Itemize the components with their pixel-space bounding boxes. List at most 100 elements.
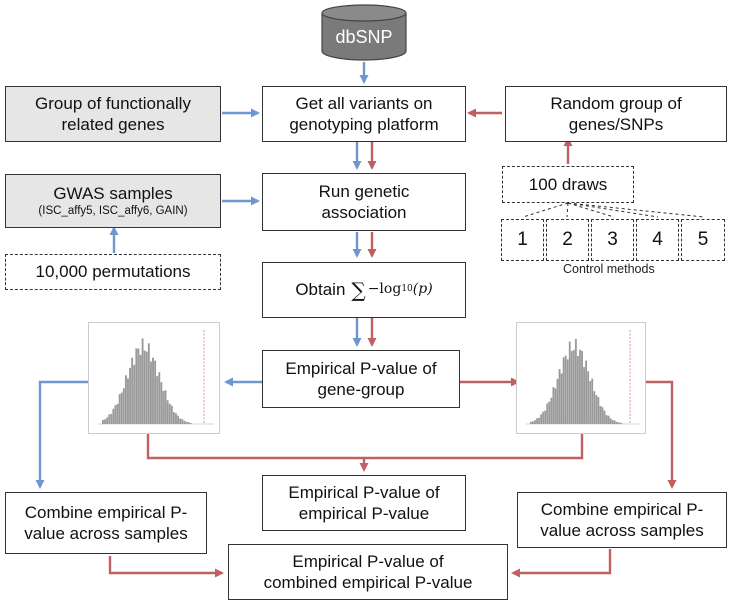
empirical-gene-group-box: Empirical P-value of gene-group xyxy=(262,350,460,408)
histogram-bar xyxy=(152,357,154,424)
histogram-bar xyxy=(131,357,134,424)
histogram-bar xyxy=(564,355,567,424)
histogram-bar xyxy=(118,394,121,424)
histogram-bar xyxy=(133,364,136,424)
histogram-bar xyxy=(548,401,551,424)
histogram-bar xyxy=(609,418,612,424)
log-base-label: 10 xyxy=(401,284,413,295)
random-group-box: Random group of genes/SNPs xyxy=(505,86,727,142)
combine-right-box: Combine empirical P- value across sample… xyxy=(517,492,727,548)
control-methods-label: Control methods xyxy=(563,262,655,276)
histogram-bar xyxy=(577,356,579,424)
histogram-bar xyxy=(164,390,167,424)
histogram-bar xyxy=(607,415,610,424)
p-arg-label: (p) xyxy=(412,281,433,298)
histogram-bar xyxy=(145,351,148,424)
histogram-bar xyxy=(150,361,152,424)
permutations-box: 10,000 permutations xyxy=(5,254,221,290)
obtain-label: Obtain xyxy=(295,280,346,300)
histogram-bar xyxy=(570,351,573,424)
histogram-bar xyxy=(538,417,541,424)
histogram-bar xyxy=(560,373,563,424)
histogram-bar xyxy=(120,392,123,424)
histogram-bar xyxy=(619,422,622,424)
histogram-bar xyxy=(599,406,602,424)
histogram-bar xyxy=(605,415,608,424)
control-method-4: 4 xyxy=(636,219,679,261)
histogram-bar xyxy=(189,422,192,424)
histogram-bar xyxy=(183,420,186,424)
histogram-bar xyxy=(172,412,175,424)
histogram-bar xyxy=(143,350,146,424)
histogram-bar xyxy=(112,408,115,424)
histogram-bar xyxy=(110,413,113,424)
histogram-bar xyxy=(603,410,606,424)
empirical-of-empirical-box: Empirical P-value of empirical P-value xyxy=(262,475,466,531)
control-method-3: 3 xyxy=(591,219,634,261)
histogram-bar xyxy=(141,338,144,424)
histogram-bar xyxy=(542,411,545,424)
get-variants-box: Get all variants on genotyping platform xyxy=(262,86,466,142)
histogram-bar xyxy=(613,420,616,424)
histogram-bar xyxy=(617,422,620,424)
histogram-bar xyxy=(615,421,618,424)
histogram-bar xyxy=(168,403,171,424)
histogram-bar xyxy=(611,420,614,424)
histogram-bar xyxy=(552,387,555,424)
histogram-bar xyxy=(127,378,129,424)
gwas-title: GWAS samples xyxy=(53,184,173,204)
histogram-bar xyxy=(147,343,150,424)
histogram-bar xyxy=(579,349,581,424)
histogram-bar xyxy=(137,348,140,424)
histogram-bar xyxy=(166,400,169,424)
histogram-bar xyxy=(589,381,592,424)
histogram-bar xyxy=(156,376,159,424)
histogram-bar xyxy=(554,388,557,424)
histogram-bar xyxy=(585,360,588,424)
histogram-bar xyxy=(595,395,598,424)
gwas-subtitle: (ISC_affy5, ISC_affy6, GAIN) xyxy=(38,205,188,218)
histogram-bar xyxy=(162,391,165,424)
histogram-bar xyxy=(530,421,532,424)
histogram-bar xyxy=(181,419,184,424)
histogram-right xyxy=(516,322,646,434)
histogram-left xyxy=(88,322,220,434)
histogram-bar xyxy=(534,420,536,424)
histogram-bar xyxy=(574,338,577,424)
histogram-bar xyxy=(568,341,571,424)
sum-symbol: ∑ xyxy=(351,277,366,302)
histogram-bar xyxy=(587,371,590,424)
histogram-bar xyxy=(160,382,163,424)
histogram-bar xyxy=(122,388,125,424)
histogram-bar xyxy=(532,421,534,424)
neg-log-label: −log xyxy=(367,281,402,298)
run-association-box: Run genetic association xyxy=(262,173,466,231)
histogram-bar xyxy=(108,414,111,424)
histogram-bar xyxy=(139,354,142,424)
dbsnp-label: dbSNP xyxy=(335,27,393,47)
histogram-bar xyxy=(593,391,596,424)
histogram-bar xyxy=(104,419,106,424)
histogram-bar xyxy=(558,369,561,424)
histogram-bar xyxy=(597,397,600,424)
histogram-bar xyxy=(536,418,538,424)
histogram-bar xyxy=(106,417,109,424)
histogram-bar xyxy=(581,350,583,424)
histogram-bar xyxy=(170,405,173,424)
histogram-bar xyxy=(129,367,132,424)
histogram-bar xyxy=(154,360,157,424)
histogram-bar xyxy=(179,418,182,424)
histogram-bar xyxy=(540,414,543,424)
database-icon xyxy=(321,4,407,61)
histogram-bar xyxy=(562,357,565,424)
histogram-bar xyxy=(544,410,547,424)
histogram-bar xyxy=(556,378,559,424)
empirical-combined-box: Empirical P-value of combined empirical … xyxy=(228,544,508,600)
control-method-2: 2 xyxy=(546,219,589,261)
combine-left-box: Combine empirical P- value across sample… xyxy=(5,492,207,554)
draws-box: 100 draws xyxy=(502,166,634,203)
histogram-bar xyxy=(135,348,138,424)
histogram-bar xyxy=(187,422,190,424)
